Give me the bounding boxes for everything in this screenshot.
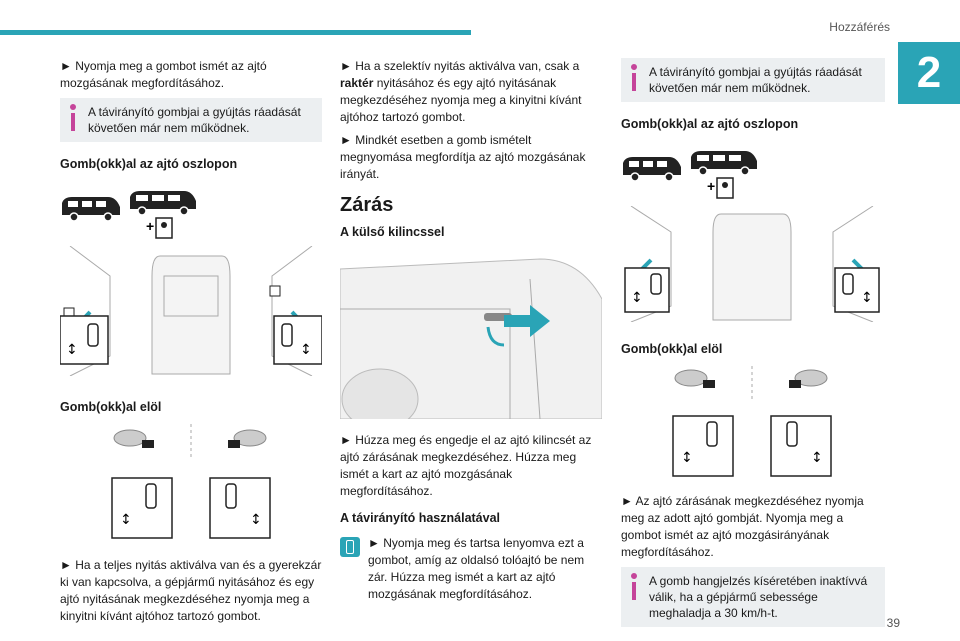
note-text: A távirányító gombjai a gyújtás ráadását… (649, 65, 862, 95)
svg-text:+: + (707, 178, 715, 194)
info-note: A távirányító gombjai a gyújtás ráadását… (60, 98, 322, 142)
sliding-door-handle-illustration (339, 249, 603, 430)
info-note: A távirányító gombjai a gyújtás ráadását… (621, 58, 885, 102)
paragraph: ► Ha a teljes nyitás aktiválva van és a … (60, 558, 322, 623)
svg-text:↕: ↕ (861, 290, 873, 306)
left-door-button-icon: ↕ (59, 315, 109, 365)
column-3: A távirányító gombjai a gyújtás ráadását… (621, 58, 885, 641)
front-buttons-illustration: ↕ ↕ (621, 366, 885, 483)
note-text: A gomb hangjelzés kíséretében inaktívvá … (649, 574, 868, 620)
subheading: Gomb(okk)al elöl (60, 400, 162, 414)
svg-text:↕: ↕ (811, 450, 823, 466)
subheading: Gomb(okk)al elöl (621, 342, 723, 356)
van-icon-short (623, 157, 681, 182)
section-title: Hozzáférés (829, 20, 890, 34)
top-accent-bar (0, 30, 471, 35)
right-door-button-icon: ↕ (834, 267, 880, 313)
van-icon-long (691, 151, 757, 176)
van-icon-long (130, 191, 196, 216)
remote-instruction: ► Nyomja meg és tartsa lenyomva ezt a go… (340, 535, 602, 609)
info-icon (631, 573, 637, 601)
info-note: A gomb hangjelzés kíséretében inaktívvá … (621, 567, 885, 627)
svg-text:↕: ↕ (250, 512, 262, 528)
paragraph: ► Nyomja meg a gombot ismét az ajtó mozg… (60, 59, 267, 90)
info-icon (631, 64, 637, 92)
subheading: Gomb(okk)al az ajtó oszlopon (60, 157, 238, 171)
door-pillar-illustration: ↕ ↕ (621, 205, 885, 327)
vans-illustration: + (60, 181, 322, 246)
svg-text:+: + (146, 218, 154, 234)
chapter-number: 2 (898, 42, 960, 104)
subheading: A külső kilincssel (340, 225, 445, 239)
door-pillar-illustration: ↕ ↕ (59, 245, 323, 381)
paragraph: ► Mindkét esetben a gomb ismételt megnyo… (340, 133, 586, 181)
svg-text:↕: ↕ (631, 290, 643, 306)
svg-text:↕: ↕ (681, 450, 693, 466)
left-door-button-icon: ↕ (624, 267, 670, 313)
info-icon (70, 104, 76, 132)
paragraph: ► Húzza meg és engedje el az ajtó kilinc… (340, 433, 592, 498)
column-2: ► Ha a szelektív nyitás aktiválva van, c… (339, 58, 603, 609)
right-door-button-icon: ↕ (273, 315, 323, 365)
paragraph: ► Az ajtó zárásának megkezdéséhez nyomja… (621, 494, 864, 559)
page-number: 39 (886, 616, 900, 630)
svg-text:↕: ↕ (300, 342, 312, 358)
subheading: Gomb(okk)al az ajtó oszlopon (621, 117, 799, 131)
heading-closing: Zárás (340, 194, 394, 216)
column-1: ► Nyomja meg a gombot ismét az ajtó mozg… (59, 58, 323, 631)
subheading: A távirányító használatával (340, 511, 501, 525)
paragraph: ► Nyomja meg és tartsa lenyomva ezt a go… (368, 536, 585, 601)
remote-key-icon (340, 537, 360, 557)
note-text: A távirányító gombjai a gyújtás ráadását… (88, 105, 301, 135)
van-icon-short (62, 197, 120, 222)
svg-text:↕: ↕ (66, 342, 78, 358)
paragraph: ► Ha a szelektív nyitás aktiválva van, c… (340, 59, 582, 124)
vans-illustration: + (621, 141, 885, 206)
svg-text:↕: ↕ (120, 512, 132, 528)
front-buttons-illustration: ↕ ↕ (60, 424, 322, 547)
